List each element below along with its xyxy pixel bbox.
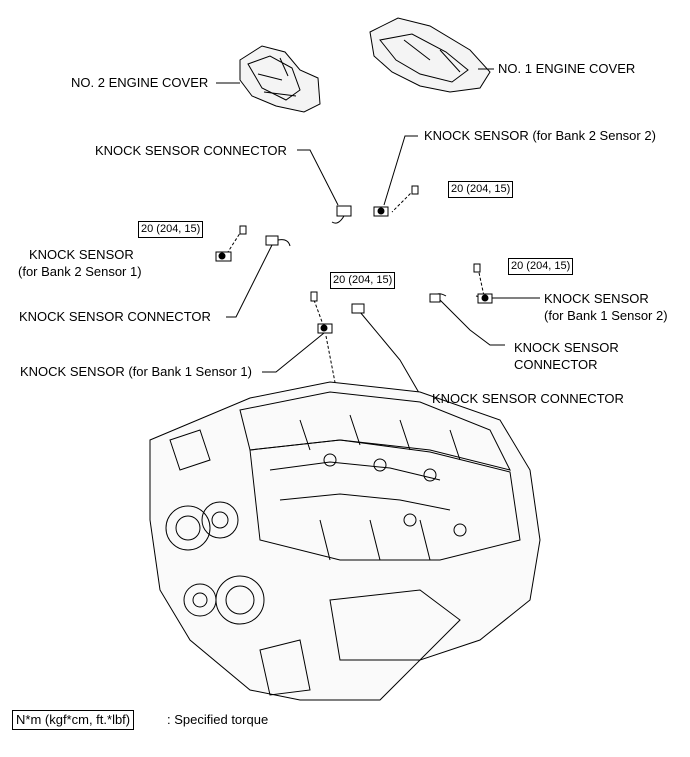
legend-description: : Specified torque [167,712,269,727]
engine-cover-2-drawing [239,45,321,113]
legend-torque-unit-box: N*m (kgf*cm, ft.*lbf) [12,710,135,730]
torque-box-bank2-sensor1: 20 (204, 15) [138,221,204,238]
label-engine-cover-1: NO. 1 ENGINE COVER [498,61,636,76]
label-knock-sensor-bank1-sensor2-line1: KNOCK SENSOR [544,291,649,306]
label-knock-sensor-bank1-sensor1: KNOCK SENSOR (for Bank 1 Sensor 1) [20,364,252,379]
connector-right-drawing [429,293,447,303]
label-engine-cover-2: NO. 2 ENGINE COVER [71,75,209,90]
label-knock-sensor-connector-left: KNOCK SENSOR CONNECTOR [19,309,211,324]
label-knock-sensor-bank2-sensor1-line1: KNOCK SENSOR [29,247,134,262]
label-knock-sensor-connector-right-line1: KNOCK SENSOR [514,340,619,355]
connector-center-drawing [351,303,365,314]
connector-top-drawing [331,205,352,224]
torque-box-bank2-sensor2: 20 (204, 15) [448,181,514,198]
label-knock-sensor-connector-top: KNOCK SENSOR CONNECTOR [95,143,287,158]
connector-left-drawing [265,235,291,247]
torque-box-bank1-sensor1: 20 (204, 15) [330,272,396,289]
knock-sensor-bank2-sensor2-drawing [373,185,419,217]
knock-sensor-bank1-sensor1-drawing [310,291,333,334]
label-knock-sensor-bank2-sensor2: KNOCK SENSOR (for Bank 2 Sensor 2) [424,128,656,143]
engine-block-drawing [149,381,541,701]
knock-sensor-bank1-sensor2-drawing [473,263,493,304]
engine-cover-1-drawing [369,17,491,93]
label-knock-sensor-connector-center: KNOCK SENSOR CONNECTOR [432,391,624,406]
label-knock-sensor-bank1-sensor2-line2: (for Bank 1 Sensor 2) [544,308,668,323]
label-knock-sensor-connector-right-line2: CONNECTOR [514,357,598,372]
knock-sensor-bank2-sensor1-drawing [215,225,247,262]
torque-box-bank1-sensor2: 20 (204, 15) [508,258,574,275]
label-knock-sensor-bank2-sensor1-line2: (for Bank 2 Sensor 1) [18,264,142,279]
